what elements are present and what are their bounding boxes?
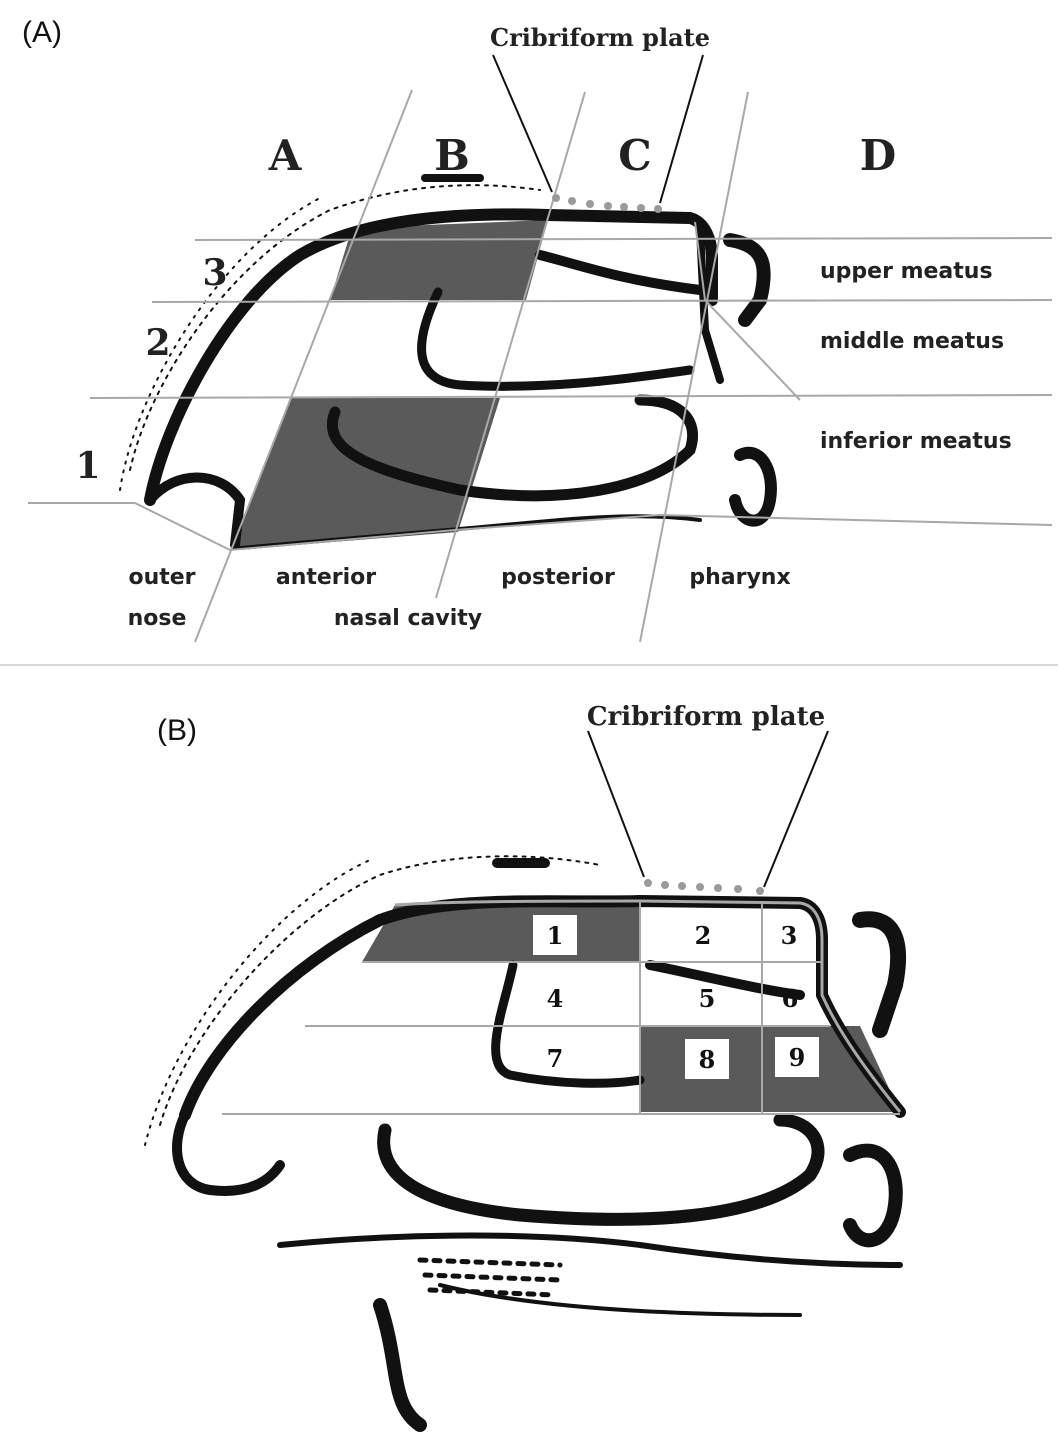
cell-label-2: 2 (695, 921, 712, 950)
cell-label-1: 1 (547, 921, 564, 950)
pharynx-label: pharynx (689, 565, 790, 590)
outer-label: outer (128, 565, 195, 590)
column-label-c: C (618, 131, 651, 180)
posterior-label: posterior (501, 565, 615, 590)
row-label-2: 2 (145, 322, 170, 364)
panel-b-cribriform-dots (644, 879, 764, 895)
cell-label-6: 6 (782, 984, 799, 1013)
panel-b-cribriform-pointers (588, 731, 828, 887)
cell-label-5: 5 (699, 984, 716, 1013)
cell-label-9: 9 (789, 1043, 806, 1072)
panel-a: (A) Cribriform plate A B C D 3 2 1 upper… (0, 0, 1058, 665)
panel-a-diagram: (A) Cribriform plate A B C D 3 2 1 upper… (0, 0, 1058, 665)
panel-a-cribriform-label: Cribriform plate (490, 23, 710, 52)
panel-a-cribriform-pointers (493, 55, 703, 203)
cell-label-8: 8 (699, 1045, 716, 1074)
panel-b-label: (B) (157, 714, 197, 747)
column-label-b: B (434, 131, 470, 180)
cell-label-7: 7 (547, 1044, 564, 1073)
inferior-meatus-label: inferior meatus (820, 429, 1012, 454)
panel-a-grid (28, 90, 1052, 642)
panel-a-label: (A) (22, 16, 62, 49)
row-label-1: 1 (75, 445, 100, 487)
column-label-a: A (268, 131, 303, 180)
anterior-label: anterior (276, 565, 376, 590)
panel-b: (B) Cribriform plate 1 2 3 4 5 6 7 8 9 (0, 665, 1058, 1436)
cell-label-3: 3 (781, 921, 798, 950)
panel-b-diagram: (B) Cribriform plate 1 2 3 4 5 6 7 8 9 (0, 665, 1058, 1436)
cell-label-4: 4 (547, 984, 564, 1013)
nasal-cavity-label: nasal cavity (334, 606, 482, 631)
upper-meatus-label: upper meatus (820, 259, 993, 284)
column-label-d: D (860, 131, 896, 180)
middle-meatus-label: middle meatus (820, 329, 1004, 354)
row-label-3: 3 (202, 252, 227, 294)
nose-label: nose (128, 606, 187, 631)
panel-b-cribriform-label: Cribriform plate (587, 702, 825, 732)
